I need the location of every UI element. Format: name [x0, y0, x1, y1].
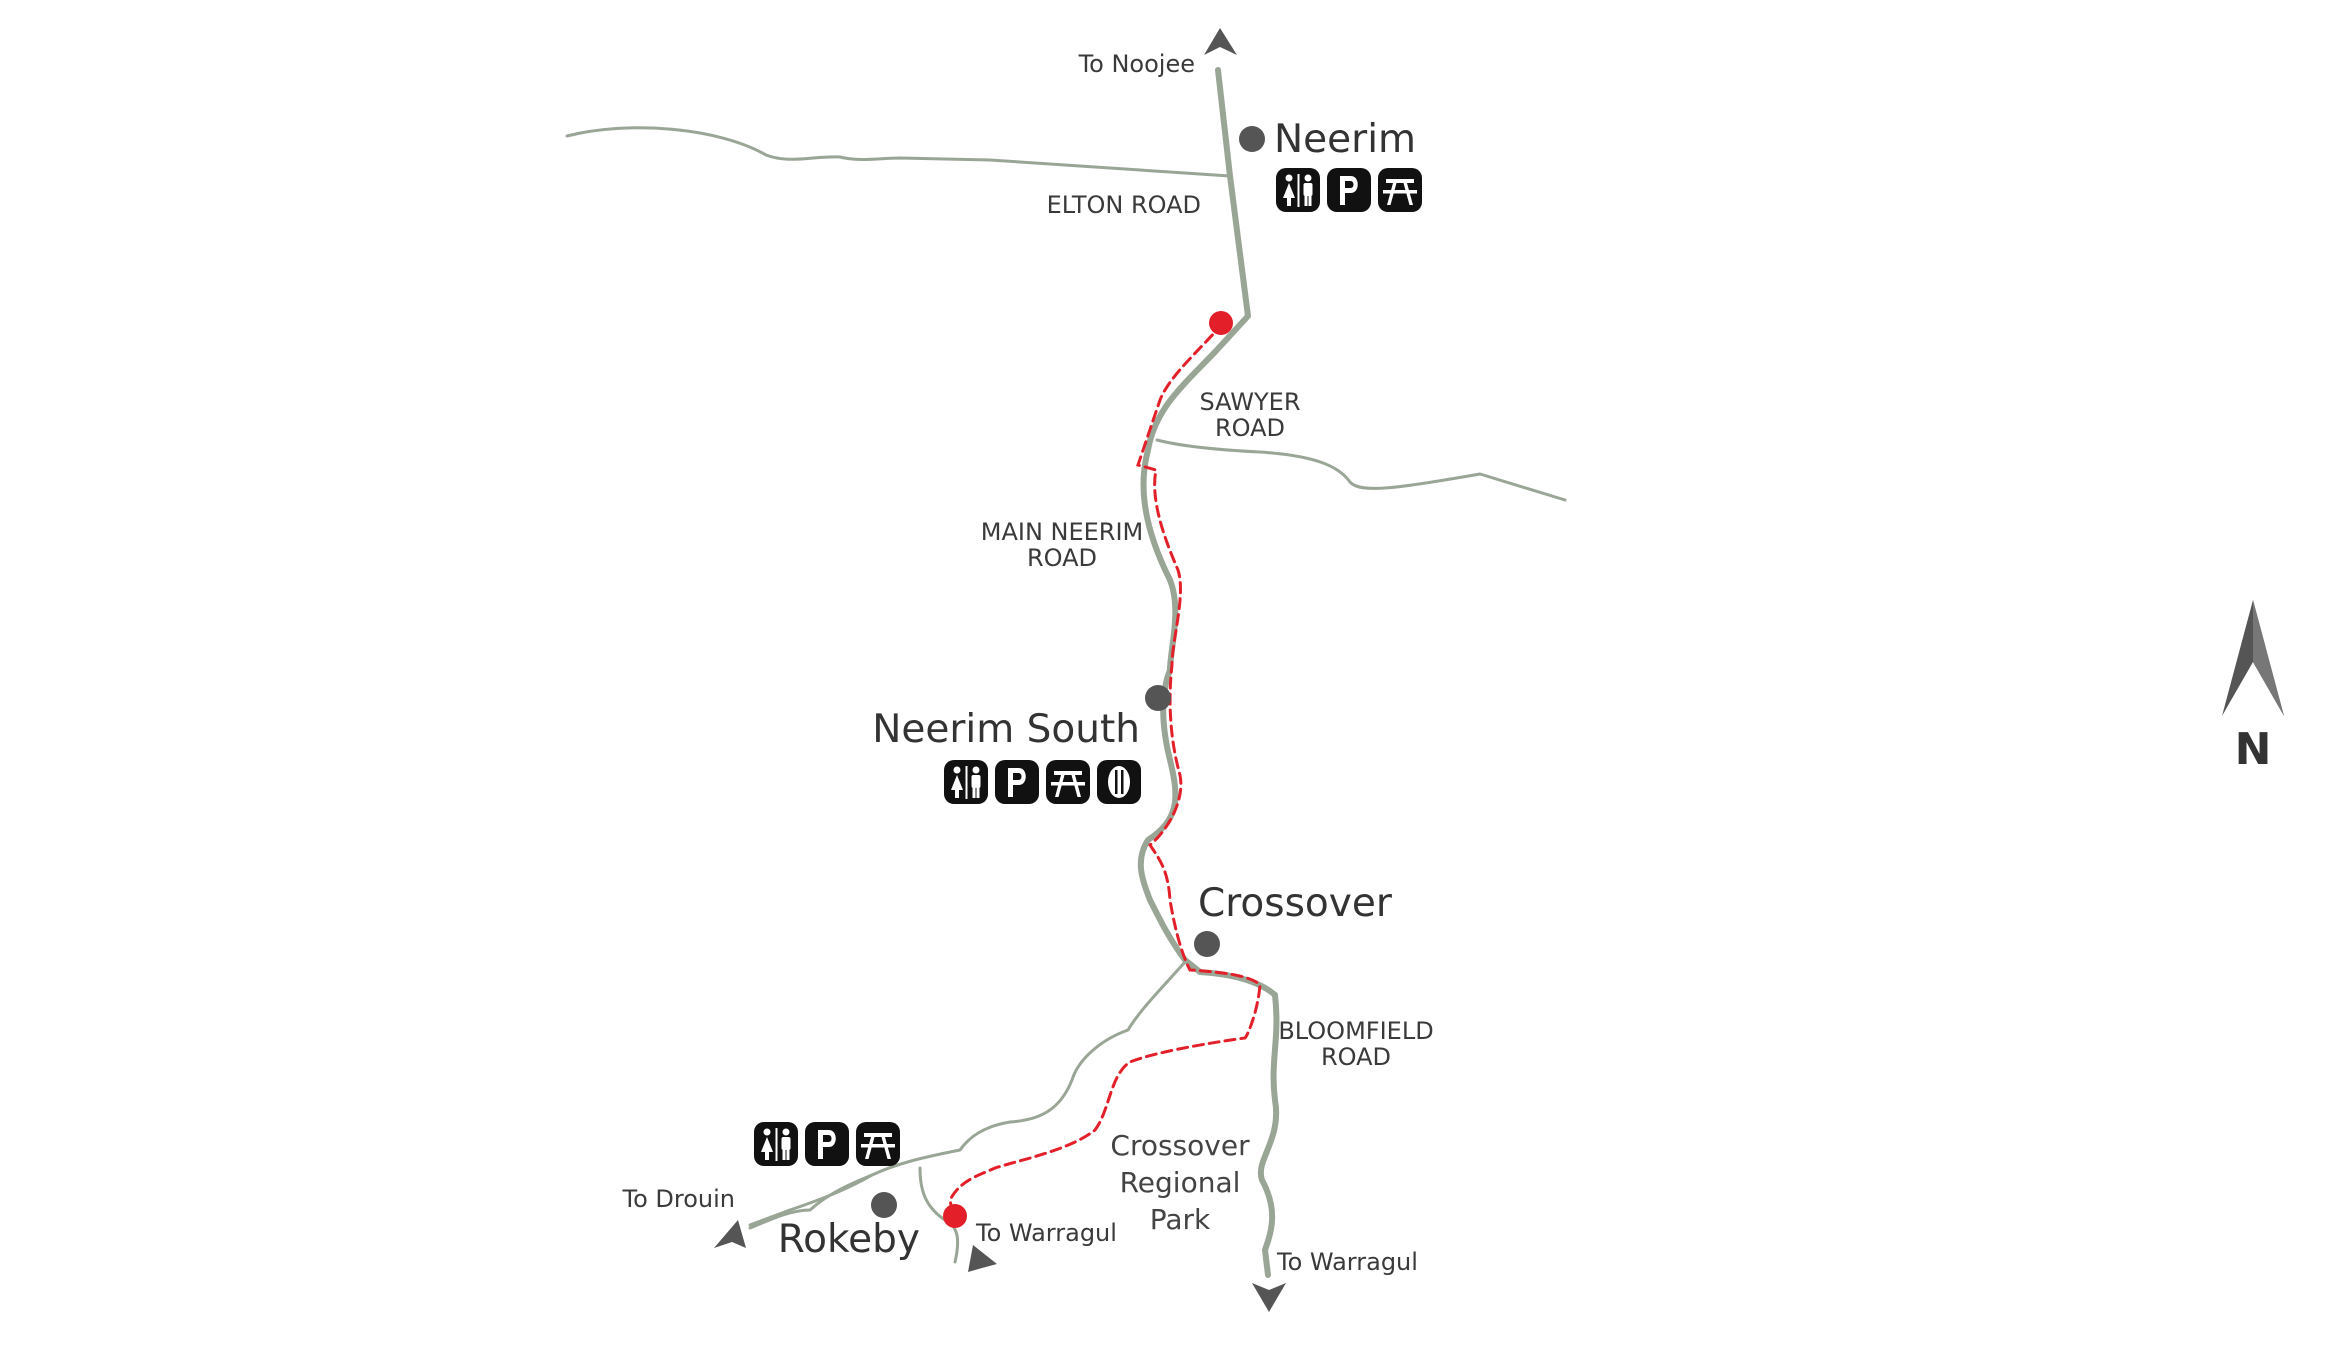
town-label-neerim-south: Neerim South	[872, 707, 1140, 752]
sawyer-road	[1155, 438, 1567, 502]
arrow-drouin-icon	[714, 1220, 746, 1248]
toilets-icon	[1276, 168, 1320, 212]
compass-label: N	[2235, 724, 2272, 775]
parking-icon	[1327, 168, 1371, 212]
bloomfield-road	[1257, 992, 1280, 1278]
road-label-main-neerim-line2: ROAD	[1027, 544, 1097, 572]
road-label-bloomfield-line1: BLOOMFIELD	[1278, 1017, 1433, 1045]
arrow-warragul-west-icon	[968, 1245, 997, 1272]
facilities-neerim	[1276, 168, 1422, 212]
dest-label-warragul-west: To Warragul	[975, 1219, 1117, 1247]
drouin-road	[748, 1173, 874, 1227]
arrow-north-icon	[1204, 28, 1237, 55]
dest-label-drouin: To Drouin	[622, 1185, 736, 1213]
food-icon	[1097, 760, 1141, 804]
town-label-neerim: Neerim	[1274, 117, 1416, 162]
road-label-bloomfield-line2: ROAD	[1321, 1043, 1391, 1071]
trail-endpoint-north	[1209, 311, 1233, 335]
town-dot-rokeby	[871, 1192, 897, 1218]
dest-label-noojee: To Noojee	[1078, 50, 1195, 78]
picnic-table-icon	[1046, 760, 1090, 804]
toilets-icon	[754, 1122, 798, 1166]
town-dot-neerim	[1239, 126, 1265, 152]
dest-label-warragul-east: To Warragul	[1276, 1248, 1418, 1276]
parking-icon	[995, 760, 1039, 804]
main-neerim-road	[1137, 67, 1278, 998]
road-label-sawyer-line1: SAWYER	[1199, 388, 1300, 416]
toilets-icon	[944, 760, 988, 804]
trail-endpoint-south	[943, 1204, 967, 1228]
town-label-crossover: Crossover	[1198, 881, 1393, 926]
facilities-neerim-south	[944, 760, 1141, 804]
park-label-line1: Crossover	[1110, 1129, 1250, 1162]
parking-icon	[805, 1122, 849, 1166]
picnic-table-icon	[856, 1122, 900, 1166]
facilities-rokeby	[754, 1122, 900, 1166]
road-label-sawyer-line2: ROAD	[1215, 414, 1285, 442]
arrow-warragul-east-icon	[1252, 1283, 1286, 1312]
town-label-rokeby: Rokeby	[778, 1217, 920, 1262]
compass: N	[2222, 600, 2284, 775]
park-label-line2: Regional	[1120, 1166, 1241, 1199]
roads	[565, 67, 1567, 1278]
trail-route	[948, 321, 1262, 1217]
park-label-line3: Park	[1150, 1203, 1211, 1236]
elton-road	[565, 126, 1232, 178]
picnic-table-icon	[1378, 168, 1422, 212]
town-dot-neerim-south	[1145, 685, 1171, 711]
town-dot-crossover	[1194, 931, 1220, 957]
road-label-elton: ELTON ROAD	[1047, 191, 1201, 219]
road-label-main-neerim-line1: MAIN NEERIM	[981, 518, 1144, 546]
